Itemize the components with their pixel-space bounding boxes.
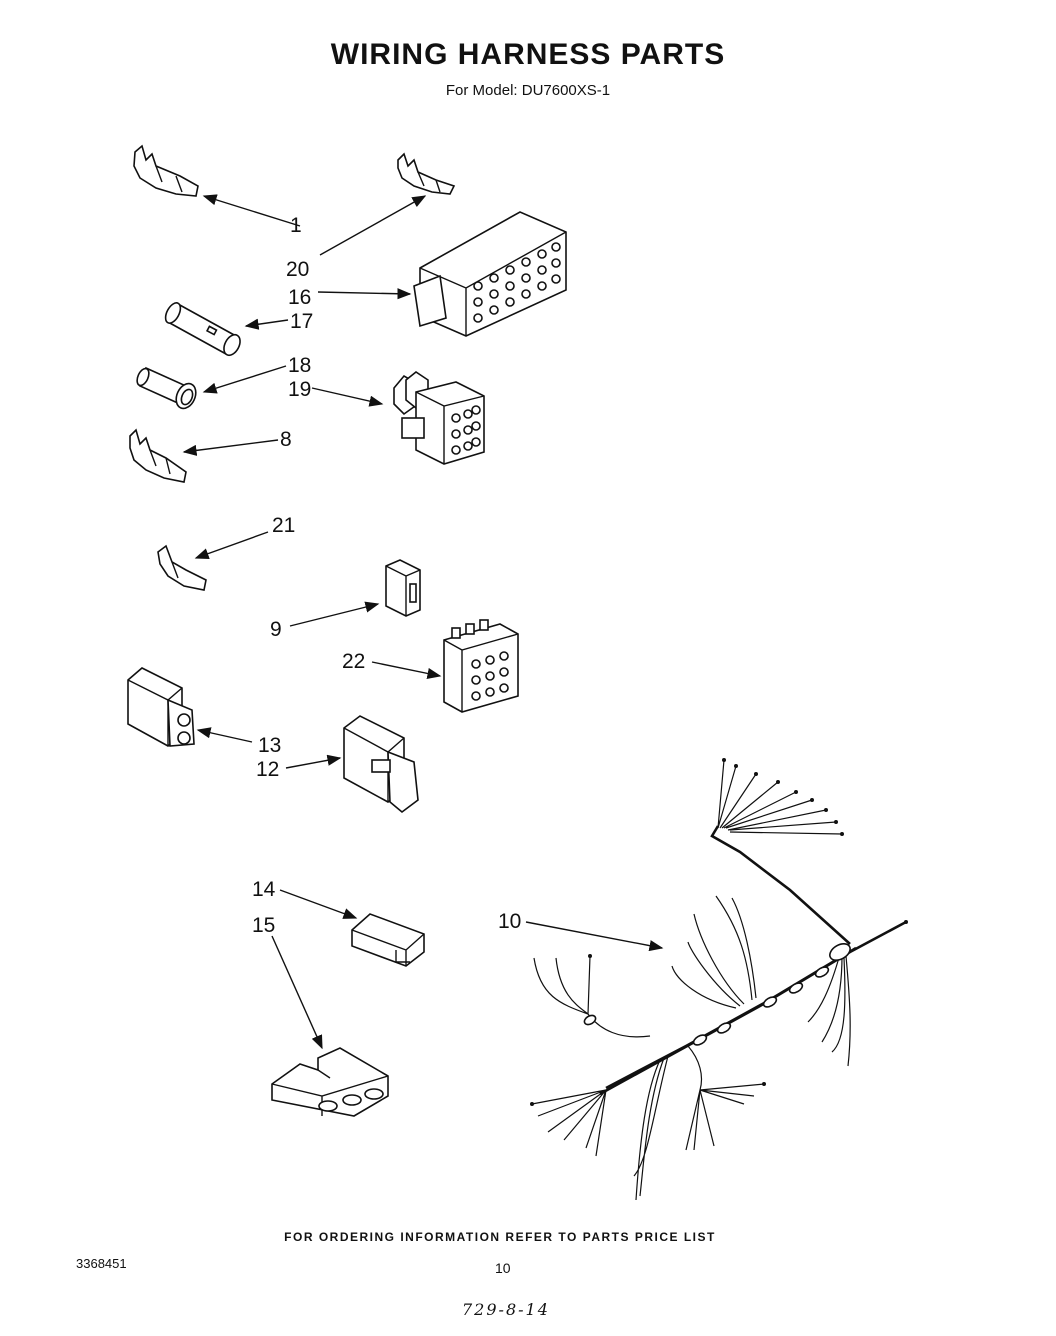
- callout-14: 14: [252, 878, 276, 901]
- leader-14: [279, 889, 358, 919]
- part-15-three-way-jumper: [271, 1047, 389, 1117]
- callout-22: 22: [342, 650, 365, 673]
- part-1-terminal: [133, 144, 199, 197]
- part-12-receptacle: [343, 715, 419, 814]
- leader-19: [311, 387, 384, 407]
- part-19-nine-pin-connector: [393, 371, 485, 465]
- page-title: WIRING HARNESS PARTS: [330, 38, 726, 71]
- part-13-plug: [127, 667, 195, 747]
- part-14-jumper-clip: [351, 913, 425, 967]
- callout-1: 1: [290, 214, 302, 237]
- connector-16-pin-grid: [473, 242, 561, 323]
- part-22-connector-housing: [443, 619, 519, 713]
- leader-8: [182, 439, 279, 456]
- callout-12: 12: [256, 758, 279, 781]
- callout-10: 10: [498, 910, 521, 933]
- handwritten-note: 729-8-14: [462, 1300, 550, 1319]
- leader-21: [194, 531, 269, 559]
- part-9-connector-housing: [385, 559, 421, 617]
- callout-18: 18: [288, 354, 311, 377]
- callout-13: 13: [258, 734, 281, 757]
- part-21-terminal: [157, 544, 207, 591]
- leader-20: [319, 195, 427, 256]
- leader-15: [271, 935, 323, 1050]
- page-number: 10: [495, 1260, 511, 1276]
- leader-18: [202, 365, 287, 394]
- leader-17: [244, 318, 289, 330]
- part-17-splice-sleeve: [164, 302, 241, 357]
- leader-16: [317, 288, 412, 300]
- leader-22: [371, 661, 442, 679]
- part-10-wiring-harness: [530, 758, 908, 1201]
- model-subtitle: For Model: DU7600XS-1: [445, 82, 611, 99]
- leader-10: [525, 921, 664, 952]
- leader-1: [202, 194, 301, 227]
- callout-21: 21: [272, 514, 295, 537]
- callout-9: 9: [270, 618, 282, 641]
- leader-12: [285, 754, 342, 769]
- part-18-bushing: [136, 366, 197, 410]
- part-20-terminal: [397, 152, 456, 195]
- callout-16: 16: [288, 286, 311, 309]
- leader-9: [289, 601, 380, 627]
- ordering-info-note: FOR ORDERING INFORMATION REFER TO PARTS …: [284, 1230, 716, 1244]
- document-number: 3368451: [76, 1256, 127, 1271]
- callout-8: 8: [280, 428, 292, 451]
- callout-19: 19: [288, 378, 311, 401]
- callout-15: 15: [252, 914, 275, 937]
- callout-20: 20: [286, 258, 309, 281]
- leader-13: [196, 727, 253, 743]
- part-16-connector-block: [413, 211, 567, 337]
- part-8-terminal: [129, 428, 187, 483]
- callout-17: 17: [290, 310, 313, 333]
